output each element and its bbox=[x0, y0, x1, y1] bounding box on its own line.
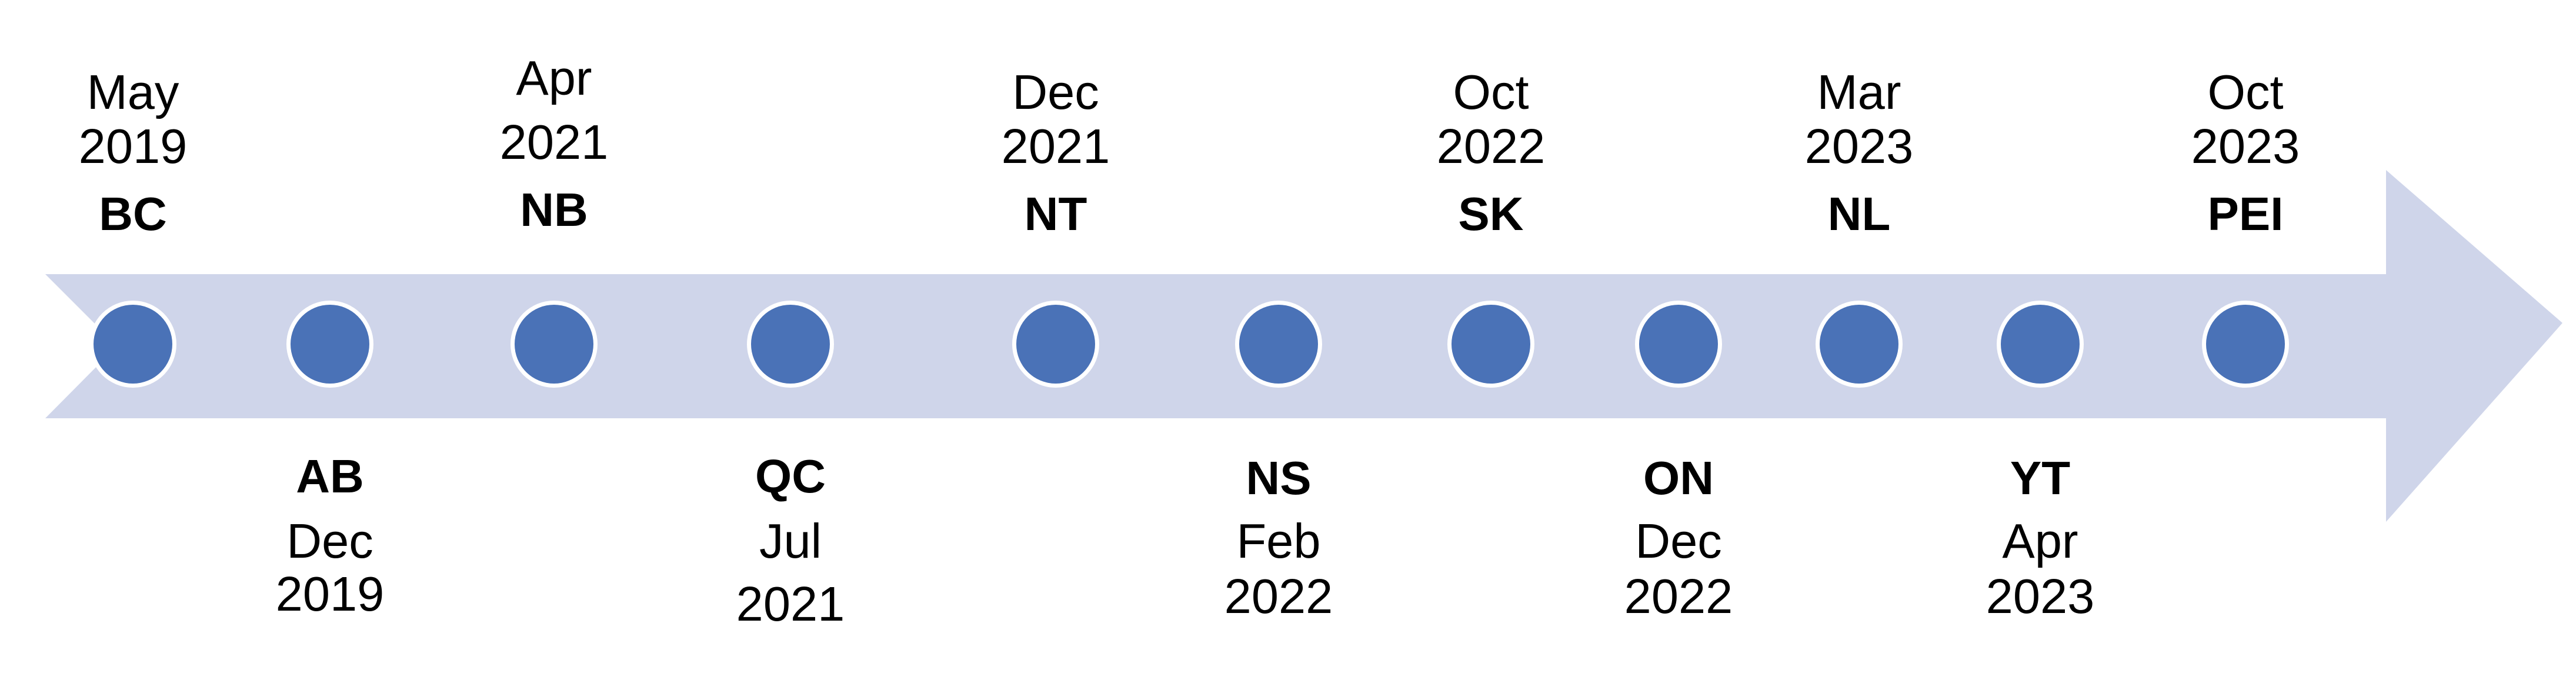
event-code: ON bbox=[1643, 452, 1714, 504]
event-code: NB bbox=[520, 184, 588, 236]
timeline-node-pei bbox=[2202, 301, 2289, 388]
event-month: Jul bbox=[759, 514, 822, 568]
event-code: QC bbox=[755, 450, 826, 502]
timeline-node-qc bbox=[747, 301, 834, 388]
event-year: 2022 bbox=[1224, 569, 1333, 624]
event-year: 2023 bbox=[1804, 119, 1914, 174]
node-dot-icon bbox=[1239, 305, 1318, 384]
event-year: 2019 bbox=[78, 119, 188, 174]
node-dot-icon bbox=[1639, 305, 1718, 384]
event-code: PEI bbox=[2207, 188, 2284, 240]
node-dot-icon bbox=[751, 305, 830, 384]
event-code: NS bbox=[1246, 452, 1312, 504]
event-code: NL bbox=[1827, 188, 1891, 240]
timeline-node-bc bbox=[89, 301, 176, 388]
event-year: 2019 bbox=[275, 567, 385, 621]
event-year: 2021 bbox=[499, 115, 609, 169]
event-month: Dec bbox=[1012, 65, 1099, 119]
timeline-node-on bbox=[1635, 301, 1722, 388]
event-code: SK bbox=[1458, 188, 1524, 240]
node-dot-icon bbox=[1016, 305, 1095, 384]
node-dot-icon bbox=[94, 305, 172, 384]
event-month: Apr bbox=[516, 51, 592, 105]
event-month: Feb bbox=[1236, 514, 1321, 568]
event-year: 2023 bbox=[2191, 119, 2300, 174]
timeline-node-nb bbox=[510, 301, 598, 388]
timeline-node-ab bbox=[286, 301, 373, 388]
event-year: 2021 bbox=[1001, 119, 1110, 174]
event-code: AB bbox=[296, 450, 364, 502]
timeline-node-yt bbox=[1997, 301, 2084, 388]
node-dot-icon bbox=[2001, 305, 2080, 384]
timeline-node-ns bbox=[1235, 301, 1322, 388]
timeline-node-sk bbox=[1447, 301, 1534, 388]
event-year: 2023 bbox=[1986, 569, 2095, 624]
event-month: Dec bbox=[1635, 514, 1722, 568]
event-month: May bbox=[86, 65, 179, 119]
event-year: 2022 bbox=[1436, 119, 1546, 174]
node-dot-icon bbox=[1451, 305, 1530, 384]
event-month: Mar bbox=[1817, 65, 1901, 119]
event-code: BC bbox=[99, 188, 167, 240]
node-dot-icon bbox=[1820, 305, 1898, 384]
timeline-node-nt bbox=[1012, 301, 1099, 388]
event-code: NT bbox=[1024, 188, 1087, 240]
timeline-node-nl bbox=[1816, 301, 1903, 388]
event-month: Dec bbox=[286, 514, 373, 568]
event-month: Oct bbox=[1453, 65, 1529, 119]
event-code: YT bbox=[2010, 452, 2071, 504]
node-dot-icon bbox=[515, 305, 593, 384]
event-year: 2022 bbox=[1624, 569, 1733, 624]
node-dot-icon bbox=[2206, 305, 2285, 384]
event-year: 2021 bbox=[736, 577, 845, 631]
event-month: Apr bbox=[2002, 514, 2078, 568]
event-month: Oct bbox=[2207, 65, 2284, 119]
node-dot-icon bbox=[291, 305, 369, 384]
